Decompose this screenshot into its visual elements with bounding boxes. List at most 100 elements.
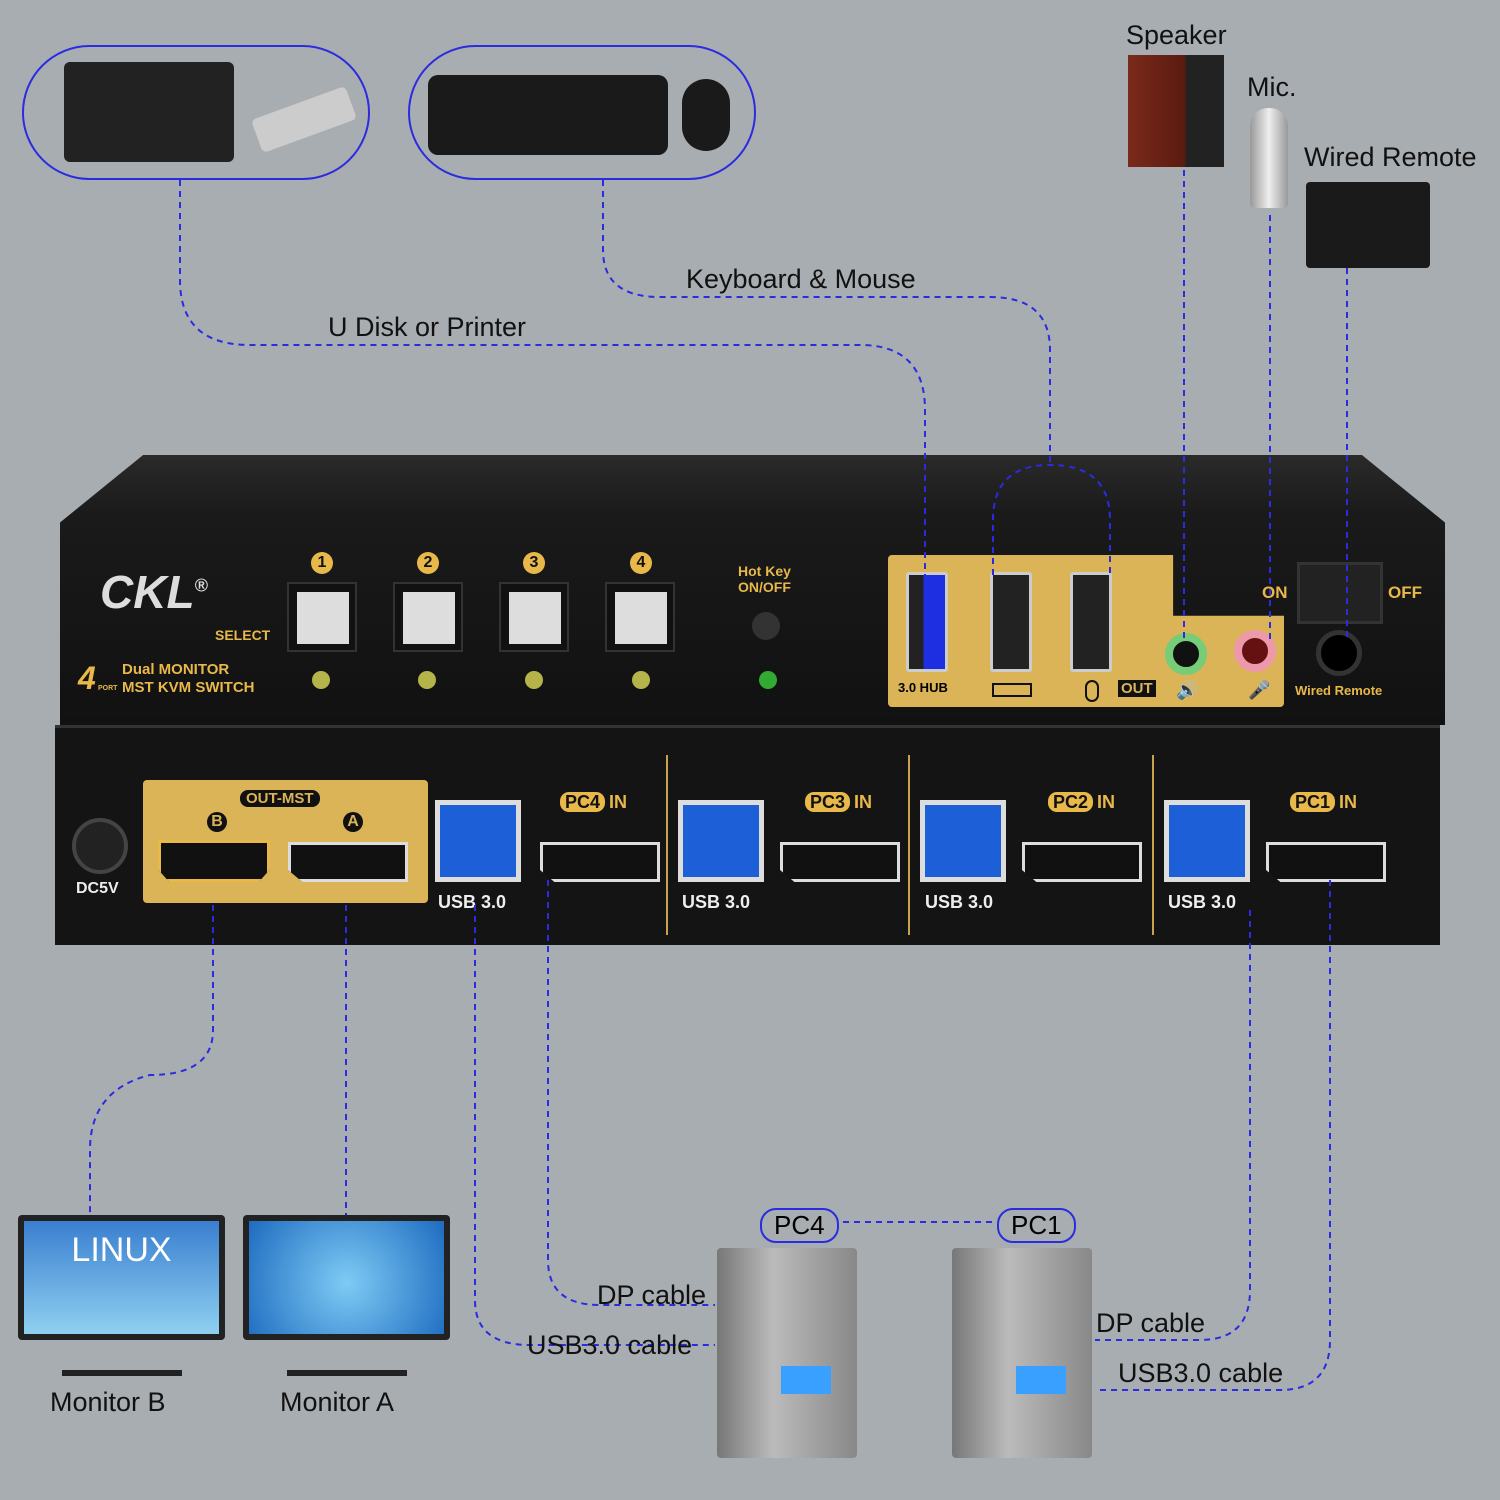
keyboard-icon-small xyxy=(992,683,1032,697)
mic-in-icon: 🎤 xyxy=(1248,680,1271,700)
pc1-display xyxy=(1016,1366,1066,1394)
power-on-label: ON xyxy=(1262,583,1288,602)
usb-printer-bubble xyxy=(22,45,370,180)
port-number-4: 4 xyxy=(630,552,652,574)
output-a-label: A xyxy=(343,812,363,832)
speaker-out-icon: 🔊 xyxy=(1176,680,1199,700)
monitor-a-stand xyxy=(287,1340,407,1376)
keyboard-mouse-label: Keyboard & Mouse xyxy=(686,264,916,294)
usb-disk-cable xyxy=(179,180,926,575)
pc3-dp-port xyxy=(780,842,900,882)
select-label: SELECT xyxy=(215,627,271,643)
pc1-usb-cable xyxy=(1095,880,1331,1391)
monitor-b-cable xyxy=(89,905,214,1215)
pc3-usb-label: USB 3.0 xyxy=(682,892,751,912)
mouse-icon-small xyxy=(1085,680,1099,702)
microphone-icon xyxy=(1250,108,1288,208)
hdmi-port-b xyxy=(158,840,270,882)
port-led-1 xyxy=(312,671,330,689)
product-line2: MST KVM SWITCH xyxy=(122,679,255,696)
pc4-usb-cable-label: USB3.0 cable xyxy=(527,1330,693,1360)
pc4-dp-cable-label: DP cable xyxy=(597,1280,707,1310)
audio-out-jack xyxy=(1165,633,1207,675)
speaker-label: Speaker xyxy=(1126,20,1227,50)
wired-remote-jack xyxy=(1316,630,1362,676)
pc1-usb-label: USB 3.0 xyxy=(1168,892,1237,912)
wired-remote-icon xyxy=(1306,182,1430,268)
select-button-3[interactable] xyxy=(499,582,569,652)
power-switch[interactable] xyxy=(1297,562,1383,624)
usb3-hub-port xyxy=(906,572,948,672)
port-led-2 xyxy=(418,671,436,689)
hotkey-led xyxy=(759,671,777,689)
hub-label: 3.0 HUB xyxy=(898,680,948,695)
divider xyxy=(908,755,910,935)
printer-icon xyxy=(64,62,234,162)
divider xyxy=(1152,755,1154,935)
pc2-usb-label: USB 3.0 xyxy=(925,892,994,912)
port-led-4 xyxy=(632,671,650,689)
dc-label: DC5V xyxy=(76,880,119,897)
pc4-tower xyxy=(717,1248,857,1458)
dc-power-jack xyxy=(72,818,128,874)
keyboard-mouse-split xyxy=(992,463,1111,575)
displayport-a xyxy=(288,842,408,882)
pc4-usb-cable xyxy=(474,905,715,1346)
monitor-b-stand xyxy=(62,1340,182,1376)
divider xyxy=(666,755,668,935)
pc1-tag: PC1 xyxy=(997,1208,1076,1243)
select-button-4[interactable] xyxy=(605,582,675,652)
monitor-a-label: Monitor A xyxy=(280,1387,395,1417)
pc2-usb-port xyxy=(920,800,1006,882)
keyboard-icon xyxy=(428,75,668,155)
port-led-3 xyxy=(525,671,543,689)
keyboard-mouse-cable xyxy=(602,180,1051,465)
pc4-usb-label: USB 3.0 xyxy=(438,892,507,912)
pc1-tower xyxy=(952,1248,1092,1458)
port-word: PORT xyxy=(98,685,118,692)
pc1-usb-cable-label: USB3.0 cable xyxy=(1118,1358,1284,1388)
linux-screen: LINUX xyxy=(24,1221,219,1334)
pc3-usb-port xyxy=(678,800,764,882)
speaker-icon xyxy=(1128,55,1224,167)
out-label: OUT xyxy=(1118,680,1156,697)
pc1-dp-cable xyxy=(1095,910,1251,1341)
pc2-dp-port xyxy=(1022,842,1142,882)
port-number-3: 3 xyxy=(523,552,545,574)
ckl-logo: CKL® xyxy=(100,566,208,618)
monitor-b-label: Monitor B xyxy=(50,1387,166,1417)
pc1-usb-port xyxy=(1164,800,1250,882)
port-number-2: 2 xyxy=(417,552,439,574)
pc1-dp-port xyxy=(1266,842,1386,882)
monitor-b: LINUX xyxy=(18,1215,225,1340)
pc4-tag: PC4 xyxy=(760,1208,839,1243)
keyboard-usb-port xyxy=(990,572,1032,672)
wired-remote-port-label: Wired Remote xyxy=(1295,683,1383,698)
select-button-1[interactable] xyxy=(287,582,357,652)
select-button-2[interactable] xyxy=(393,582,463,652)
out-mst-label: OUT-MST xyxy=(240,790,320,807)
product-line1: Dual MONITOR xyxy=(122,661,230,678)
usb-disk-label: U Disk or Printer xyxy=(328,312,527,342)
pc4-display xyxy=(781,1366,831,1394)
wired-remote-label: Wired Remote xyxy=(1304,142,1477,172)
windows-screen xyxy=(249,1221,444,1334)
pc1-dp-cable-label: DP cable xyxy=(1096,1308,1206,1338)
mic-label: Mic. xyxy=(1247,72,1297,102)
mouse-icon xyxy=(682,79,730,151)
port-number-1: 1 xyxy=(311,552,333,574)
power-off-label: OFF xyxy=(1388,583,1422,602)
hotkey-button[interactable] xyxy=(752,612,780,640)
monitor-a xyxy=(243,1215,450,1340)
keyboard-mouse-bubble xyxy=(408,45,756,180)
pc4-dp-cable xyxy=(547,880,715,1306)
output-b-label: B xyxy=(207,812,227,832)
mic-in-jack xyxy=(1234,630,1276,672)
pc4-usb-port xyxy=(435,800,521,882)
